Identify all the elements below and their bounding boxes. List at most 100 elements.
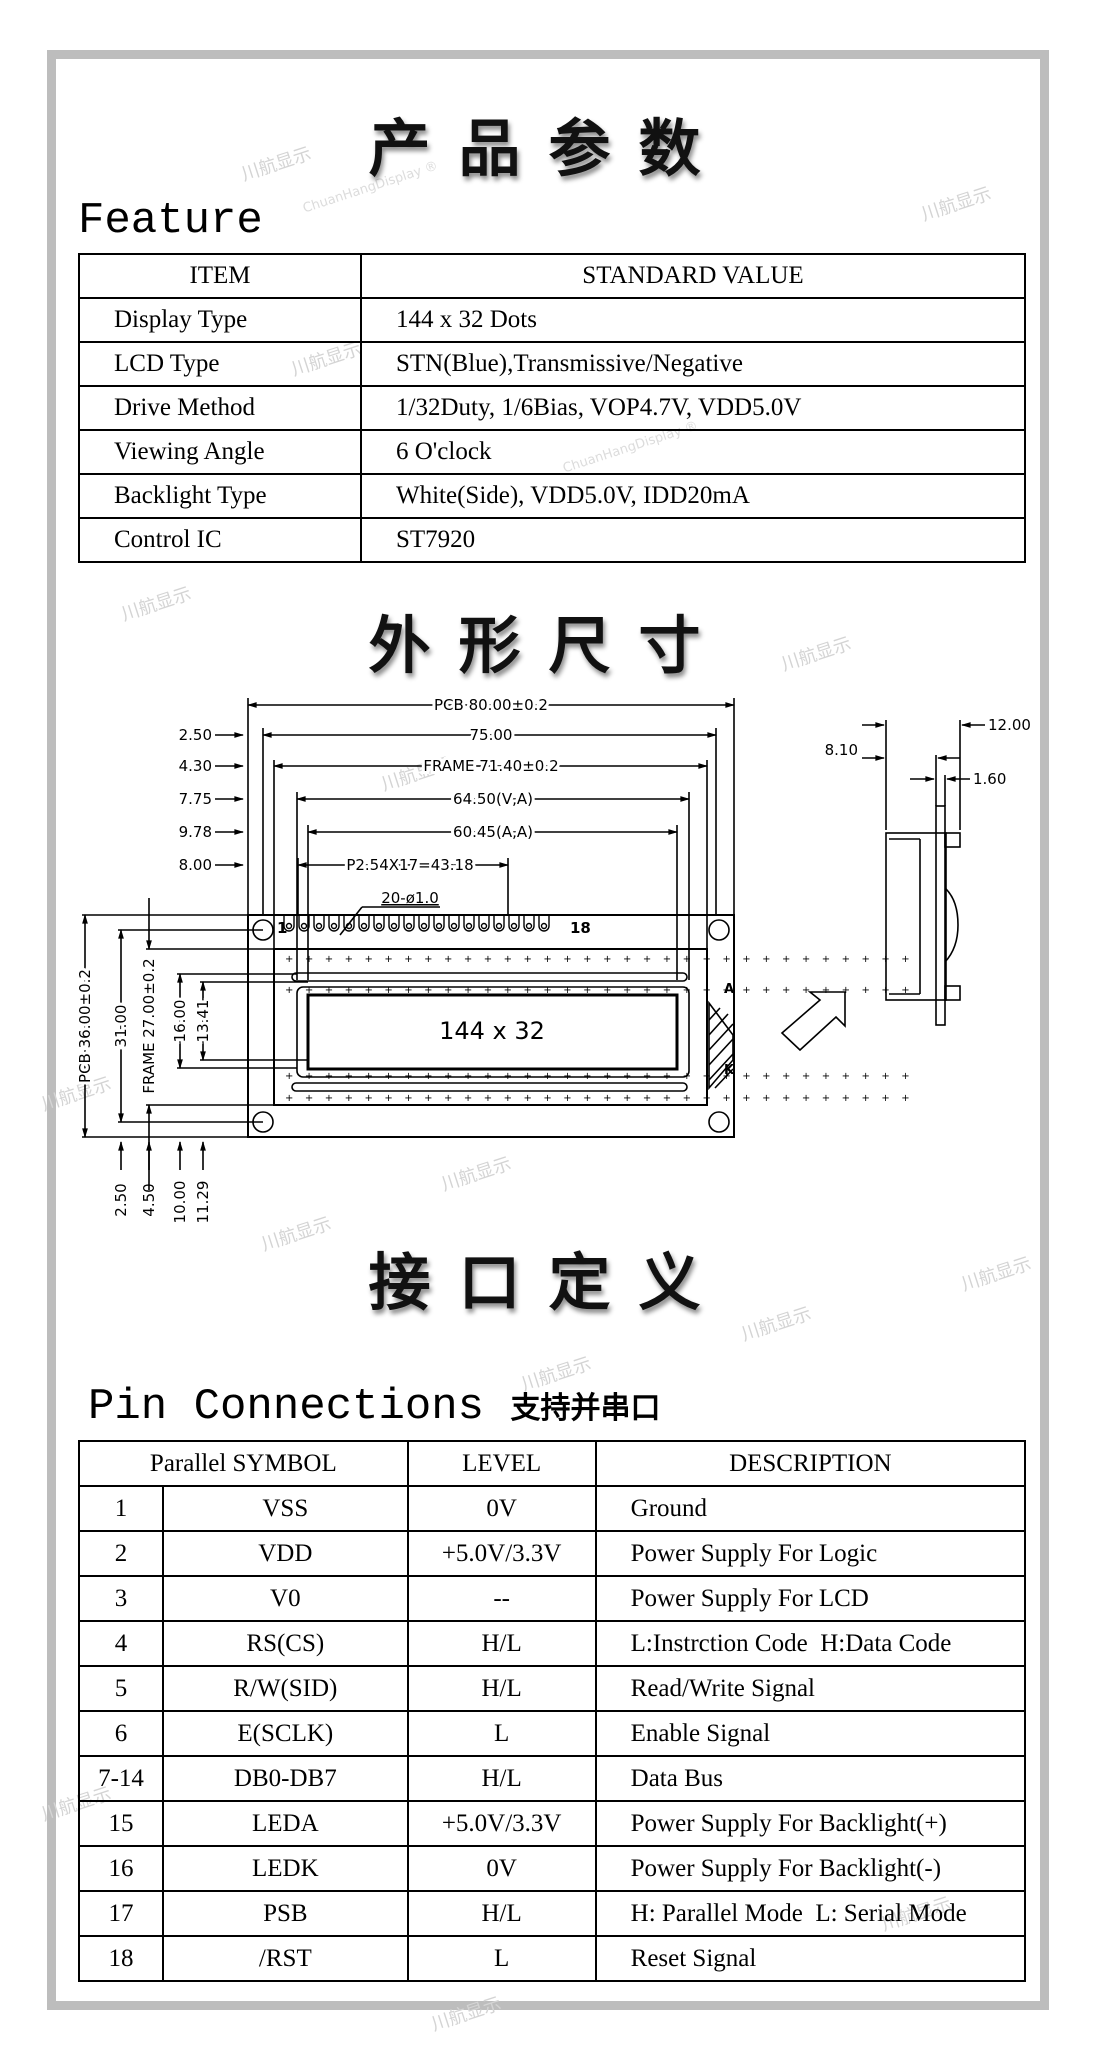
offset-label: 7.75 xyxy=(179,790,212,808)
pin-symbol: R/W(SID) xyxy=(162,1665,409,1712)
dim-frame-width: FRAME 71.40±0.2 xyxy=(423,757,558,775)
pin-level: -- xyxy=(406,1575,597,1622)
pin-description: Ground xyxy=(594,1485,1027,1532)
dim-profile-810: 8.10 xyxy=(825,741,858,759)
pin-level: 0V xyxy=(406,1485,597,1532)
frame-dots: ++++++++++++++++++++++++++++++++ xyxy=(285,1093,921,1104)
pin-level: +5.0V/3.3V xyxy=(406,1530,597,1577)
dim-frame-height: FRAME 27.00±0.2 xyxy=(140,958,158,1093)
pin-description: Enable Signal xyxy=(594,1710,1027,1757)
pin-description: Data Bus xyxy=(594,1755,1027,1802)
offset-label: 2.50 xyxy=(112,1183,130,1216)
dim-31: 31.00 xyxy=(112,1005,130,1048)
pin-symbol: DB0-DB7 xyxy=(162,1755,409,1802)
pin-number: 15 xyxy=(78,1800,164,1847)
pin-number: 6 xyxy=(78,1710,164,1757)
offset-label: 8.00 xyxy=(179,856,212,874)
pin-last-label: 18 xyxy=(570,919,591,937)
pin-number: 1 xyxy=(78,1485,164,1532)
section-title-dimensions: 外形尺寸 xyxy=(368,609,729,682)
feature-value: STN(Blue),Transmissive/Negative xyxy=(360,341,1026,387)
pin-number: 18 xyxy=(78,1935,164,1982)
feature-heading: Feature xyxy=(78,196,263,246)
pin-symbol: RS(CS) xyxy=(162,1620,409,1667)
section-title-interface: 接口定义 xyxy=(368,1246,729,1319)
dim-pcb-width: PCB 80.00±0.2 xyxy=(434,696,548,714)
pin-level: H/L xyxy=(406,1665,597,1712)
display-resolution-label: 144 x 32 xyxy=(439,1017,545,1045)
feature-item: Display Type xyxy=(78,297,362,343)
offset-label: 2.50 xyxy=(179,726,212,744)
pin-symbol: VSS xyxy=(162,1485,409,1532)
pin-symbol: E(SCLK) xyxy=(162,1710,409,1757)
offset-label: 11.29 xyxy=(194,1181,212,1224)
col-header-item: ITEM xyxy=(78,253,362,299)
pin-heading-cn: 支持并串口 xyxy=(510,1391,661,1426)
dim-aa-height: 13.41 xyxy=(194,1000,212,1043)
feature-value: 144 x 32 Dots xyxy=(360,297,1026,343)
pin-connections-heading: Pin Connections 支持并串口 xyxy=(88,1382,660,1432)
mechanical-drawing: ++++++++++++++++++++++++++++++++ +++++++… xyxy=(73,693,1031,1224)
pin-number: 17 xyxy=(78,1890,164,1937)
pin-level: L xyxy=(406,1935,597,1982)
pin-level: +5.0V/3.3V xyxy=(406,1800,597,1847)
pin-level: H/L xyxy=(406,1755,597,1802)
pin-number: 5 xyxy=(78,1665,164,1712)
pin-symbol: V0 xyxy=(162,1575,409,1622)
backlight-anode-label: A xyxy=(724,982,734,997)
pin-description: Power Supply For Logic xyxy=(594,1530,1027,1577)
pin-first-label: 1 xyxy=(277,919,287,937)
dim-pitch: P2.54X17=43.18 xyxy=(346,856,473,874)
col-header-value: STANDARD VALUE xyxy=(360,253,1026,299)
frame-dots: ++++++++++++++++++++++++++++++++ xyxy=(285,985,921,996)
offset-label: 10.00 xyxy=(171,1181,189,1224)
pin-description: Read/Write Signal xyxy=(594,1665,1027,1712)
feature-item: Viewing Angle xyxy=(78,429,362,475)
pin-level: H/L xyxy=(406,1620,597,1667)
offset-label: 4.30 xyxy=(179,757,212,775)
dim-75: 75.00 xyxy=(470,726,513,744)
pin-symbol: VDD xyxy=(162,1530,409,1577)
pin-symbol: PSB xyxy=(162,1890,409,1937)
feature-value: 6 O'clock xyxy=(360,429,1026,475)
dim-aa-width: 60.45(A,A) xyxy=(453,823,533,841)
pin-number: 4 xyxy=(78,1620,164,1667)
dim-va-height: 16.00 xyxy=(171,1000,189,1043)
pin-level: L xyxy=(406,1710,597,1757)
offset-label: 9.78 xyxy=(179,823,212,841)
offset-label: 4.50 xyxy=(140,1183,158,1216)
pin-level: H/L xyxy=(406,1890,597,1937)
dim-holes: 20-ø1.0 xyxy=(381,889,439,907)
pin-symbol: LEDA xyxy=(162,1800,409,1847)
dim-pcb-height: PCB 36.00±0.2 xyxy=(76,969,94,1083)
backlight-cathode-label: K xyxy=(724,1063,735,1078)
table-header-row: Parallel SYMBOL LEVEL DESCRIPTION xyxy=(78,1440,1027,1487)
pin-description: Power Supply For LCD xyxy=(594,1575,1027,1622)
pin-description: Reset Signal xyxy=(594,1935,1027,1982)
feature-value: 1/32Duty, 1/6Bias, VOP4.7V, VDD5.0V xyxy=(360,385,1026,431)
feature-item: Control IC xyxy=(78,517,362,563)
pin-description: L:Instrction Code H:Data Code xyxy=(594,1620,1027,1667)
dim-profile-160: 1.60 xyxy=(973,770,1006,788)
section-title-params: 产品参数 xyxy=(368,112,729,185)
feature-value: White(Side), VDD5.0V, IDD20mA xyxy=(360,473,1026,519)
pin-number: 7-14 xyxy=(78,1755,164,1802)
col-header-description: DESCRIPTION xyxy=(594,1440,1027,1487)
